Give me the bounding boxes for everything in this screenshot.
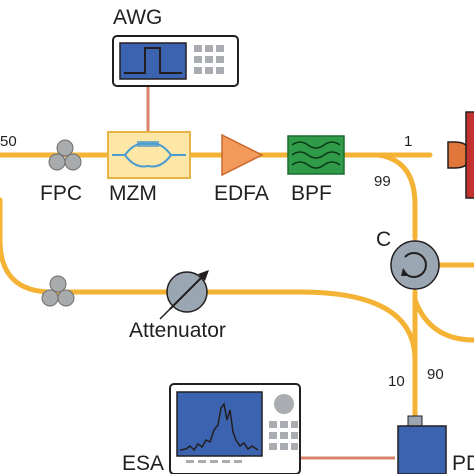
circulator-icon (390, 240, 440, 290)
ratio-90: 90 (427, 366, 444, 383)
awg-instrument (112, 35, 239, 87)
fiber-90-right (412, 297, 474, 343)
pd-label: PD (452, 452, 474, 474)
photodetector-pd-icon (397, 415, 447, 474)
ratio-99: 99 (374, 173, 391, 190)
polarization-controller-icon (48, 139, 82, 171)
mzm-label: MZM (109, 182, 157, 205)
amplifier-icon (221, 133, 264, 177)
fpc-label: FPC (40, 182, 82, 205)
awg-label: AWG (113, 6, 162, 29)
circulator-label: C (376, 228, 391, 251)
ratio-1: 1 (404, 133, 412, 150)
modulator-icon (107, 131, 191, 179)
polarization-controller-lower-icon (41, 275, 75, 307)
photodetector-icon (447, 111, 474, 199)
esa-label: ESA (122, 452, 164, 474)
bandpass-filter-icon (287, 135, 345, 175)
fiber-99-branch (375, 152, 418, 241)
ratio-10: 10 (388, 373, 405, 390)
variable-attenuator-icon (159, 270, 209, 320)
fiber-lower-left (0, 197, 418, 423)
edfa-label: EDFA (214, 182, 269, 205)
esa-instrument (169, 383, 301, 474)
ratio-50: 50 (0, 133, 17, 150)
bpf-label: BPF (291, 182, 332, 205)
attenuator-label: Attenuator (129, 319, 226, 342)
